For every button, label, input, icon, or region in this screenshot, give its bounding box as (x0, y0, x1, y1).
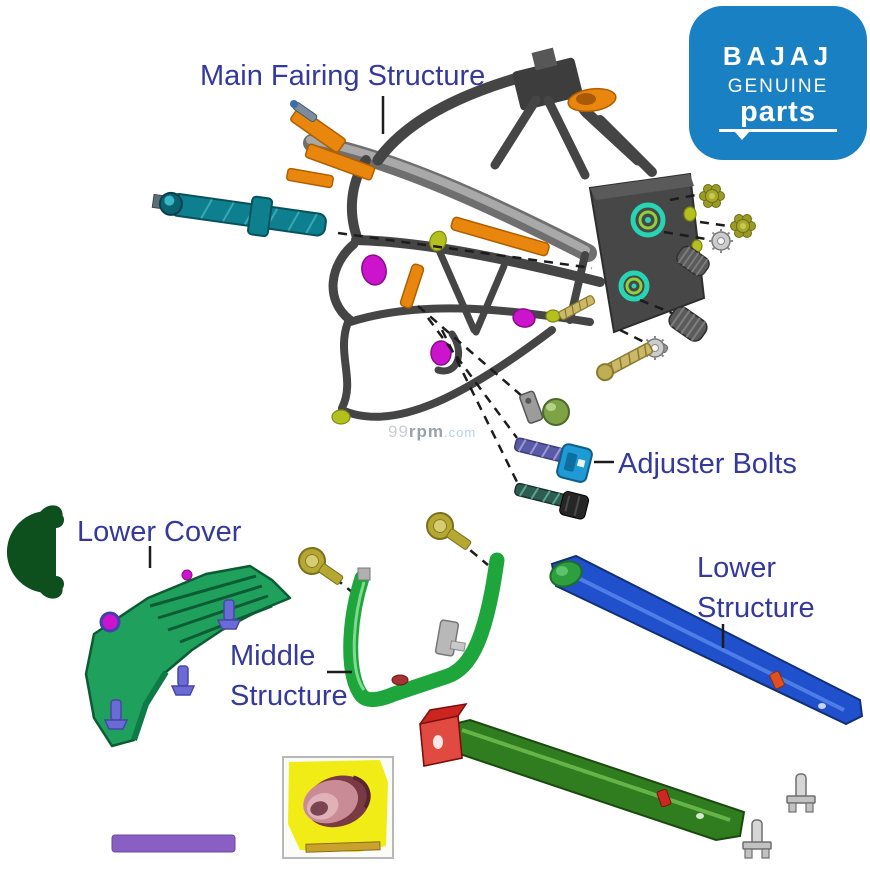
label-lower-structure: Lower Structure (697, 548, 815, 628)
adjuster-bolt-dark (514, 482, 590, 520)
logo-brand-text: BAJAJ (722, 40, 834, 71)
lower-cover-part (84, 564, 292, 748)
gray-push-pin (786, 773, 816, 813)
adjuster-bolt-blue (513, 437, 593, 483)
gold-hex-bolt (292, 541, 350, 593)
adjuster-bolt-teal (151, 191, 327, 238)
bushing-inset (282, 756, 394, 859)
label-pointer-lines (148, 96, 725, 674)
bajaj-genuine-parts-logo: BAJAJ GENUINE parts (689, 6, 867, 160)
teal-mount-rings (618, 202, 666, 302)
watermark-suffix: .com (444, 425, 477, 440)
logo-genuine-text: GENUINE (727, 75, 829, 97)
purple-bar-part (111, 834, 236, 853)
magenta-grommet (512, 308, 536, 328)
phone-icon (6, 505, 64, 599)
gray-push-pin (742, 819, 772, 859)
label-lower-structure-line1: Lower (697, 552, 776, 584)
purple-push-pin (171, 665, 195, 696)
logo-down-arrow-icon (735, 131, 749, 140)
watermark-name: rpm (408, 422, 445, 441)
label-middle-structure-line1: Middle (230, 640, 316, 672)
gold-hex-bolt (420, 506, 478, 558)
orange-bracket (286, 100, 376, 189)
label-middle-structure: Middle Structure (230, 636, 348, 716)
label-main-fairing-structure: Main Fairing Structure (200, 60, 486, 92)
orange-bar (450, 216, 550, 257)
lower-structure-blue-part (549, 554, 864, 726)
label-middle-structure-line2: Structure (230, 680, 348, 712)
lower-structure-green-part (419, 702, 746, 842)
mounting-hardware (558, 184, 756, 382)
magenta-grommet (430, 340, 452, 366)
logo-parts-text: parts (740, 95, 816, 128)
gold-bolt (596, 342, 653, 382)
label-adjuster-bolts: Adjuster Bolts (618, 448, 797, 480)
logo-underline (719, 128, 837, 140)
label-lower-structure-line2: Structure (697, 592, 815, 624)
middle-structure-part (292, 506, 505, 708)
watermark-prefix: 99 (388, 422, 409, 441)
watermark: 99rpm.com (388, 422, 476, 442)
magenta-grommet (361, 254, 387, 286)
main-fairing-structure-part (286, 47, 706, 425)
label-lower-cover: Lower Cover (77, 516, 242, 548)
green-ball-stud (542, 398, 570, 426)
adjuster-bolts-part (513, 390, 593, 520)
magenta-grommet (99, 611, 121, 633)
